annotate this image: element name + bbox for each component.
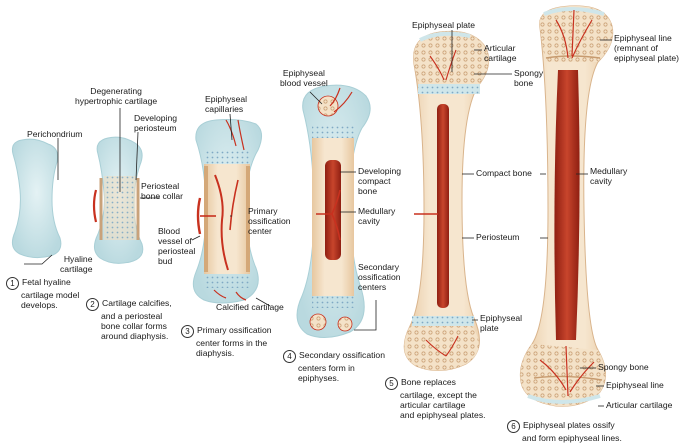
label-spongy-bone-bottom: Spongy bone — [598, 362, 649, 372]
label-periosteum: Periosteum — [476, 232, 520, 242]
label-epiphyseal-line-bottom: Epiphyseal line — [606, 380, 664, 390]
bone-stage-2 — [92, 136, 144, 264]
bone-stage-3 — [192, 119, 262, 304]
step-number-3: 3 — [181, 325, 194, 338]
step-number-1: 1 — [6, 277, 19, 290]
label-perichondrium: Perichondrium — [27, 129, 83, 139]
step-number-4: 4 — [283, 350, 296, 363]
bone-stage-6 — [519, 5, 614, 407]
bone-stage-1 — [11, 138, 62, 259]
label-articular-cartilage-bottom: Articular cartilage — [606, 400, 673, 410]
step-number-6: 6 — [507, 420, 520, 433]
step-number-2: 2 — [86, 298, 99, 311]
label-compact-bone: Compact bone — [476, 168, 532, 178]
bone-stage-5 — [403, 30, 490, 371]
leader-lines — [24, 30, 612, 407]
label-epiphyseal-plate-top: Epiphyseal plate — [412, 20, 476, 30]
bone-stage-4 — [296, 84, 371, 338]
label-calcified-cartilage: Calcified cartilage — [216, 302, 284, 312]
step-number-5: 5 — [385, 377, 398, 390]
